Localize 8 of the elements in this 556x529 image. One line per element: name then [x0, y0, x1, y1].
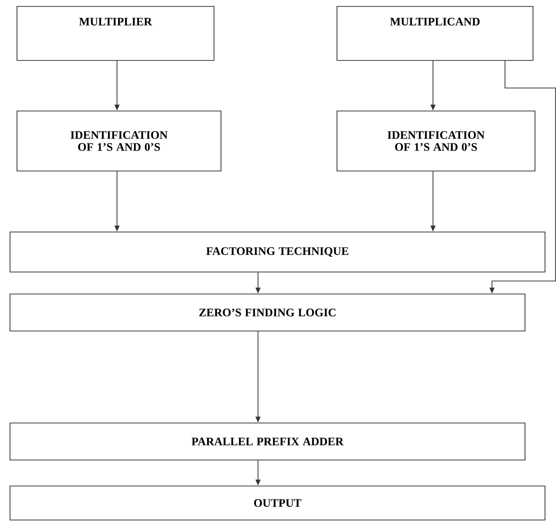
- process-box: ZERO’S FINDING LOGIC: [10, 294, 526, 332]
- process-box: MULTIPLIER: [16, 6, 214, 61]
- process-box: IDENTIFICATION OF 1’S AND 0’S: [336, 110, 536, 172]
- process-box: OUTPUT: [10, 486, 546, 520]
- process-box: MULTIPLICAND: [336, 6, 534, 61]
- process-box: FACTORING TECHNIQUE: [10, 232, 546, 272]
- process-box: PARALLEL PREFIX ADDER: [10, 422, 526, 460]
- process-box: IDENTIFICATION OF 1’S AND 0’S: [16, 110, 222, 172]
